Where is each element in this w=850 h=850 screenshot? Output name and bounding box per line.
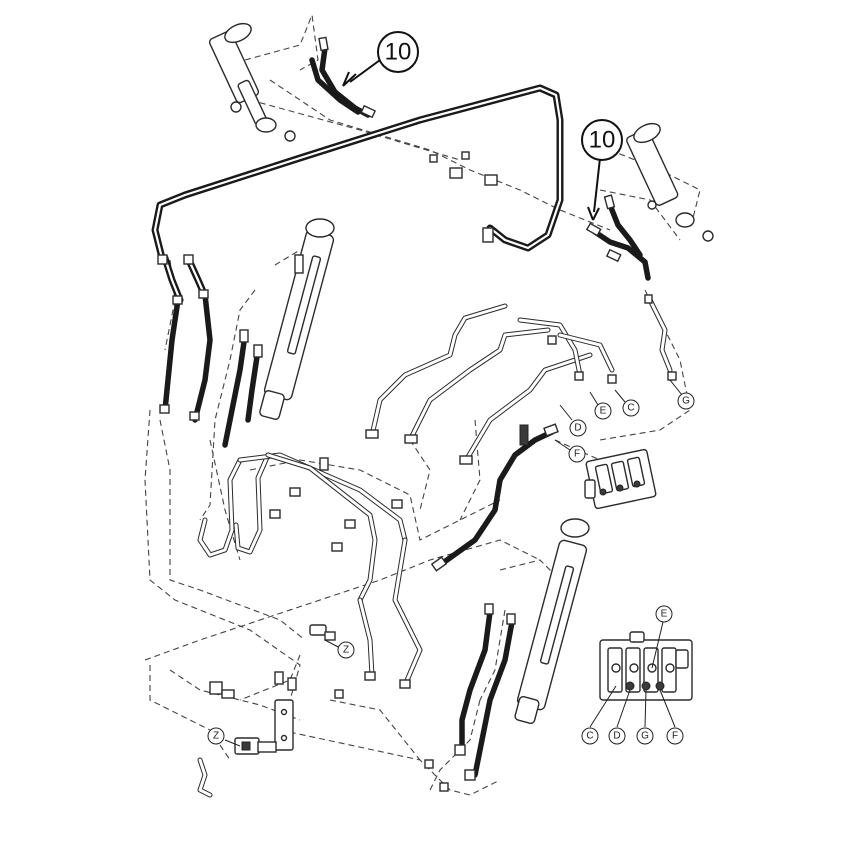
callout-d-inset: D — [608, 727, 626, 745]
rigid-tube-bundle — [369, 297, 673, 465]
callout-f-inset: F — [666, 727, 684, 745]
lower-left-bracket — [197, 699, 294, 798]
callout-f-upper-label: F — [574, 449, 580, 460]
callout-f-upper: F — [568, 445, 586, 463]
hose-10-top — [309, 36, 377, 119]
callout-g-inset-label: G — [641, 731, 649, 742]
callout-g-inset: G — [636, 727, 654, 745]
callout-f-inset-label: F — [672, 731, 678, 742]
right-lift-cylinder — [514, 518, 590, 724]
callout-z-low: Z — [207, 727, 225, 745]
leader-lines — [224, 379, 683, 747]
fittings — [157, 151, 677, 792]
middle-long-hose — [430, 423, 559, 572]
callout-c-inset: C — [581, 727, 599, 745]
callout-c-upper: C — [622, 399, 640, 417]
callout-arrows — [342, 59, 601, 221]
lower-rigid-tubes — [197, 452, 423, 688]
long-hose-loop — [151, 84, 564, 262]
callout-e-inset: E — [655, 605, 673, 623]
top-right-cylinder — [626, 122, 714, 242]
callout-z-mid-label: Z — [343, 645, 349, 656]
callout-z-low-label: Z — [213, 731, 219, 742]
left-vertical-hoses — [159, 254, 261, 448]
hose-10-right — [585, 194, 651, 281]
callout-c-inset-label: C — [586, 731, 593, 742]
callout-g-upper: G — [677, 392, 695, 410]
control-valve-main — [584, 448, 657, 510]
callout-10-top-label: 10 — [385, 39, 412, 66]
callout-10-right: 10 — [581, 119, 623, 161]
callout-d-upper: D — [569, 419, 587, 437]
callout-z-mid: Z — [337, 641, 355, 659]
callout-e-upper-label: E — [600, 406, 607, 417]
callout-e-upper: E — [594, 402, 612, 420]
callout-g-upper-label: G — [682, 396, 690, 407]
bottom-hoses — [459, 603, 516, 778]
callout-e-inset-label: E — [661, 609, 668, 620]
callout-c-upper-label: C — [627, 403, 634, 414]
left-lift-cylinder — [259, 218, 335, 420]
callout-d-upper-label: D — [574, 423, 581, 434]
callout-10-right-label: 10 — [589, 127, 616, 154]
callout-d-inset-label: D — [613, 731, 620, 742]
top-left-cylinder — [208, 22, 296, 142]
control-valve-inset — [599, 631, 693, 701]
callout-10-top: 10 — [377, 31, 419, 73]
